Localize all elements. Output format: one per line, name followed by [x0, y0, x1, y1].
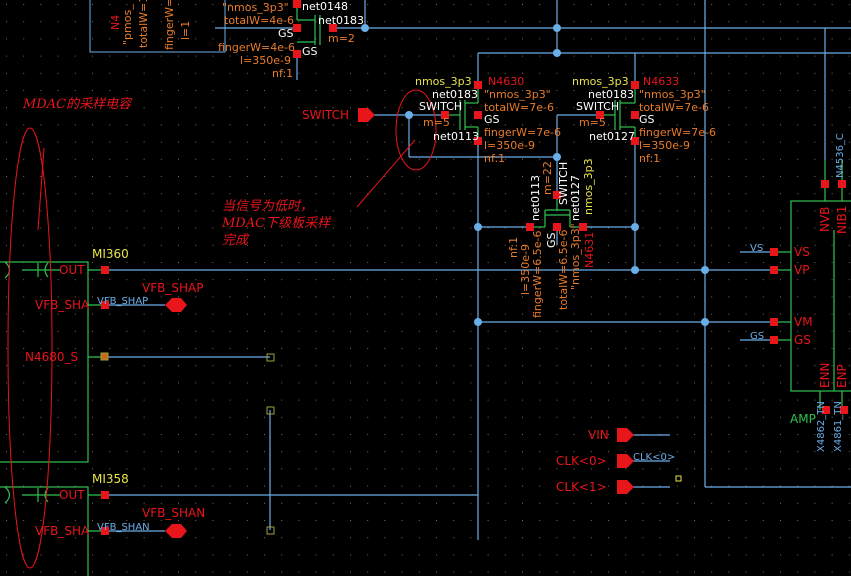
n4630-drain-net: net0183: [432, 88, 479, 101]
annotation-note-line3: 完成: [222, 233, 249, 248]
amp-pin-nvb: NVB: [818, 206, 832, 232]
instance-bodies: [0, 5, 851, 576]
n4630-nf: nf:1: [484, 152, 506, 165]
mi358-pin-label[interactable]: VFB_SHAN: [142, 506, 206, 520]
amp-gs-net: GS: [750, 331, 765, 342]
annotation-note-line1: 当信号为低时，: [222, 199, 314, 214]
switch-pin-shape: [358, 108, 375, 122]
mi358-vfb-pin: VFB_SHA: [35, 524, 90, 538]
amp-pin-gs: GS: [794, 333, 811, 347]
n4633-model: "nmos_3p3": [639, 88, 706, 101]
n4631-right-net: net0127: [569, 174, 582, 221]
mi360-vfb-pin: VFB_SHA: [35, 298, 90, 312]
n4631-m: m=22: [541, 161, 554, 195]
pmos-model: "pmos_: [121, 4, 134, 45]
top-nmos-drain-net: net0148: [302, 0, 349, 13]
n4630-fingerw: fingerW=7e-6: [484, 126, 561, 139]
n4633-l: l=350e-9: [639, 139, 691, 152]
pmos-totalw: totalW=1: [137, 0, 150, 48]
n4633-inst[interactable]: N4633: [643, 75, 680, 88]
pmos-l: l=1: [179, 20, 192, 40]
vfb-shap-pin-shape: [165, 298, 187, 312]
top-nmos-bulk-label: GS: [302, 45, 318, 58]
no-connect-markers: [266, 353, 275, 535]
vin-pin-shape: [617, 428, 634, 442]
n4630-m: m=5: [423, 116, 450, 129]
amp-pin-enp: ENP: [835, 364, 849, 388]
n4633-gate-net: SWITCH: [576, 100, 620, 113]
n4633-source-net: net0127: [589, 130, 636, 143]
pmos-fingerw: fingerW=1: [163, 0, 176, 50]
annotation-ellipse-capacitors: [7, 127, 53, 569]
amp-pin-vm: VM: [794, 315, 813, 329]
amp-vs-net: VS: [750, 243, 764, 254]
n4633-bulk: GS: [639, 113, 655, 126]
n4633-cell: nmos_3p3: [572, 75, 629, 88]
n4633-m: m=5: [579, 116, 606, 129]
n4630-model: "nmos_3p3": [484, 88, 551, 101]
top-nmos-l: l=350e-9: [240, 54, 292, 67]
amp-pin-enn: ENN: [818, 362, 832, 388]
mi360-out-pin: OUT: [59, 263, 85, 277]
clk1-pin-shape: [617, 480, 634, 494]
switch-pin-label[interactable]: SWITCH: [302, 108, 350, 122]
amp-bot-net-1: X4862_TN: [816, 401, 827, 452]
mi358-out-pin: OUT: [59, 488, 85, 502]
top-nmos-model: "nmos_3p3": [222, 1, 289, 14]
amp-inst[interactable]: AMP: [790, 412, 816, 426]
amp-pin-nib1: NIB1: [835, 205, 849, 234]
annotation-note-line2: MDAC下级板采样: [222, 216, 331, 231]
mi360-pin-label[interactable]: VFB_SHAP: [142, 281, 204, 295]
annotation-ellipse-switch: [395, 89, 437, 171]
n4630-l: l=350e-9: [484, 139, 536, 152]
top-nmos-gate-label: GS: [278, 27, 294, 40]
io-pin-shapes[interactable]: [165, 108, 634, 538]
amp-top-net: N4536_C: [835, 133, 846, 178]
amp-pin-vp: VP: [794, 263, 810, 277]
pmos-instance-box[interactable]: [89, 0, 226, 53]
pin-terminals[interactable]: [101, 0, 848, 535]
n4631-model: "nmos_3p3": [569, 223, 582, 290]
noconn-terminal: [100, 352, 109, 361]
clk0-wire-label: CLK<0>: [633, 452, 676, 463]
amp-pin-vs: VS: [794, 245, 810, 259]
n4631-inst[interactable]: N4631: [583, 231, 596, 268]
mi360-inst[interactable]: MI360: [92, 247, 129, 261]
mi360-wire-label: VFB_SHAP: [97, 296, 149, 307]
n4630-bulk: GS: [484, 113, 500, 126]
junction-dots: [361, 24, 709, 326]
mi358-inst[interactable]: MI358: [92, 472, 129, 486]
n4631-cell: nmos_3p3: [582, 158, 595, 215]
vfb-shan-pin-shape: [165, 524, 187, 538]
n4630-gate-net: SWITCH: [419, 100, 463, 113]
amp-bot-net-2: X4861_TN: [833, 401, 844, 452]
clk0-pin-shape: [617, 454, 634, 468]
clk0-pin-label[interactable]: CLK<0>: [556, 454, 607, 468]
top-nmos-fingerw: fingerW=4e-6: [218, 41, 295, 54]
top-nmos-totalw: totalW=4e-6: [224, 14, 294, 27]
mi360-n-pin: N4680_S: [25, 350, 79, 364]
top-nmos-m: m=2: [328, 32, 355, 45]
n4633-nf: nf:1: [639, 152, 661, 165]
mi358-wire-label: VFB_SHAN: [97, 522, 150, 533]
top-nmos-source-net: net0183: [318, 14, 365, 27]
top-nmos-nf: nf:1: [272, 67, 294, 80]
vin-pin-label[interactable]: VIN: [588, 428, 609, 442]
clk1-pin-label[interactable]: CLK<1>: [556, 480, 607, 494]
selection-marker: [675, 475, 682, 482]
annotation-marks: [7, 89, 437, 569]
n4633-fingerw: fingerW=7e-6: [639, 126, 716, 139]
n4630-cell: nmos_3p3: [415, 75, 472, 88]
n4630-source-net: net0113: [433, 130, 480, 143]
n4630-inst[interactable]: N4630: [488, 75, 525, 88]
annotation-title: MDAC的采样电容: [23, 97, 132, 112]
n4633-drain-net: net0183: [588, 88, 635, 101]
n4633-totalw: totalW=7e-6: [639, 101, 709, 114]
n4630-totalw: totalW=7e-6: [484, 101, 554, 114]
n4631-fingerw: fingerW=6.5e-6: [531, 230, 544, 319]
